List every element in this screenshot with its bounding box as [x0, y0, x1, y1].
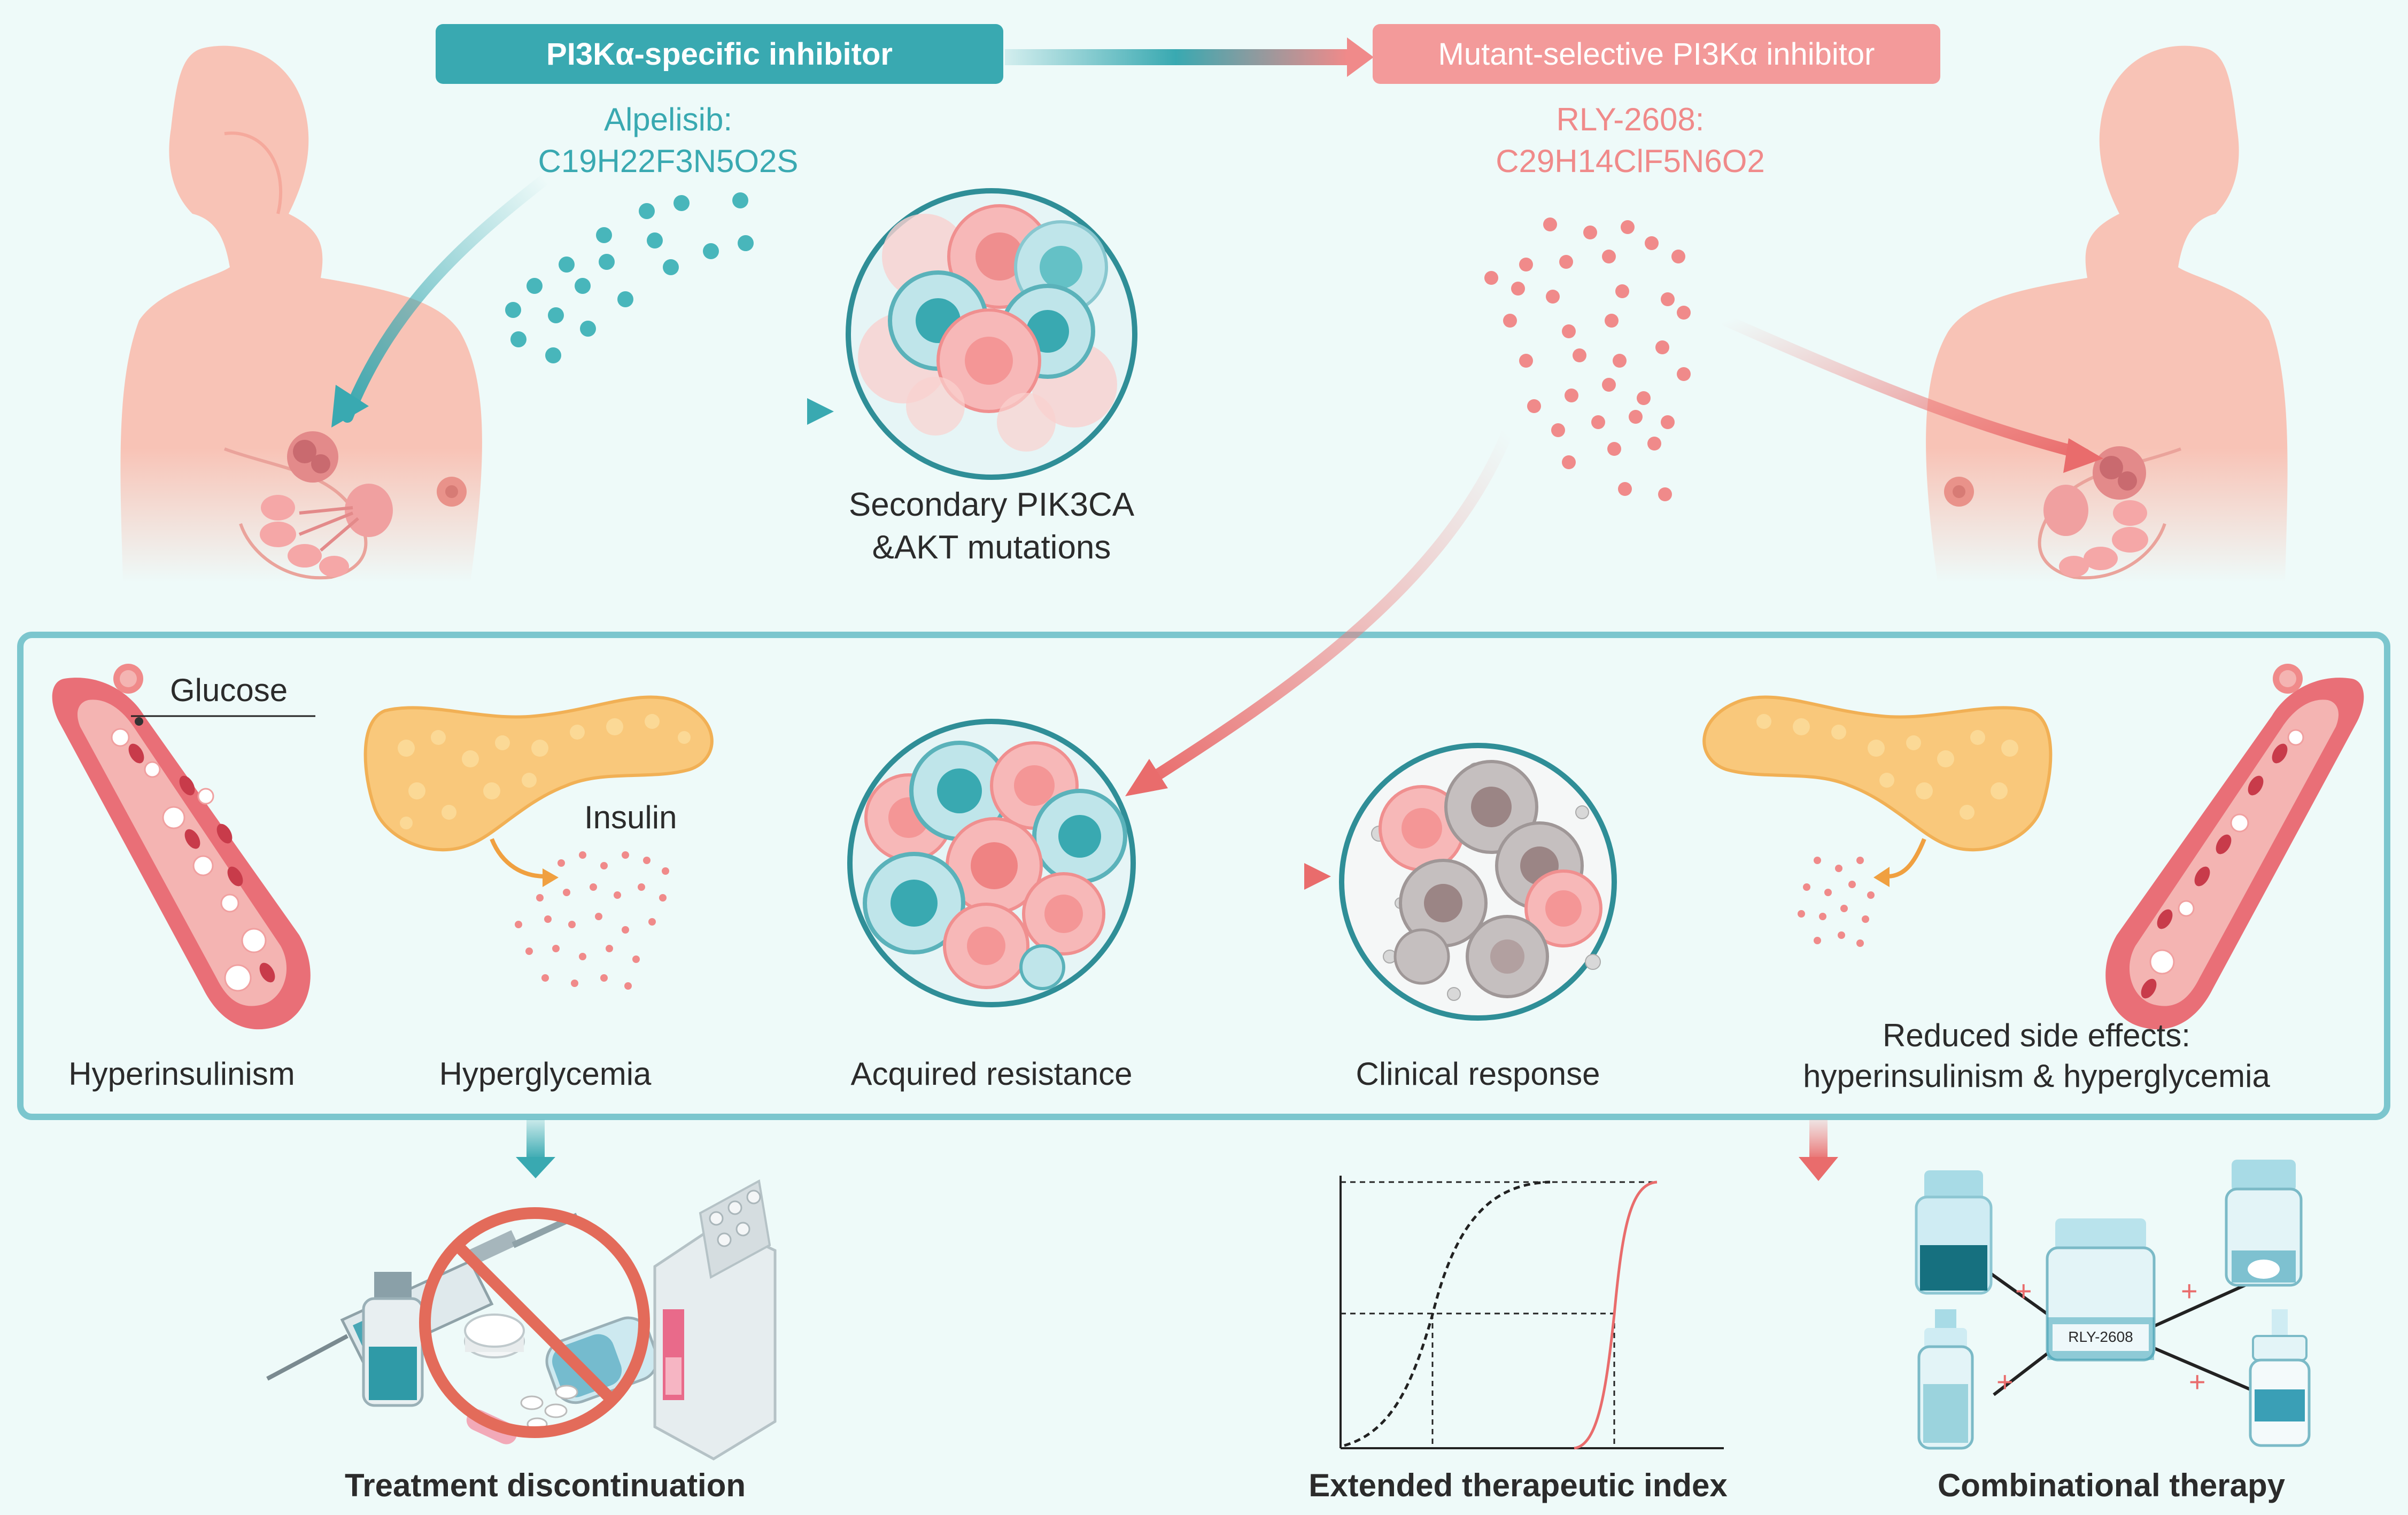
cell-cluster-icon-response	[1339, 743, 1617, 1021]
arrow-alpelisib-to-tumor	[342, 173, 551, 423]
reduced-side-effects-line2: hyperinsulinism & hyperglycemia	[1803, 1058, 2270, 1094]
center-bottle-label: RLY-2608	[2054, 1325, 2148, 1349]
insulin-label: Insulin	[584, 799, 677, 835]
plus-sign-2: +	[2181, 1275, 2198, 1307]
alpelisib-name: Alpelisib:	[603, 102, 733, 137]
vial-icon-left	[362, 1272, 424, 1407]
arrow-down-head-teal	[516, 1157, 555, 1178]
arrow-rly-to-resistance	[1143, 427, 1513, 786]
blood-vessel-icon-right	[2105, 664, 2364, 1030]
arrow-head-alpelisib	[331, 385, 369, 428]
insulin-release-head-right	[1873, 867, 1890, 887]
hyperinsulinism-label: Hyperinsulinism	[68, 1056, 295, 1092]
medicine-bottle-icon-topleft	[1915, 1170, 1993, 1295]
arrow-down-head-pink	[1799, 1157, 1838, 1181]
female-silhouette-icon-right	[1926, 45, 2288, 582]
insulin-release-arrow-left	[490, 838, 546, 879]
secondary-mutations-label: Secondary PIK3CA &AKT mutations	[778, 484, 1205, 569]
plus-sign-4: +	[2189, 1366, 2206, 1398]
insulin-release-head-left	[543, 868, 559, 887]
alpelisib-label: Alpelisib: C19H22F3N5O2S	[481, 99, 855, 182]
pill-pi3k-specific: PI3Kα-specific inhibitor	[436, 24, 1003, 84]
arrow-down-to-discontinuation	[526, 1120, 545, 1160]
glucose-label: Glucose	[170, 672, 288, 708]
rly2608-label: RLY-2608: C29H14ClF5N6O2	[1416, 99, 1844, 182]
glucose-pointer-dot	[135, 717, 143, 726]
breast-tissue-right	[2038, 446, 2182, 580]
pill-mutant-selective: Mutant-selective PI3Kα inhibitor	[1373, 24, 1940, 84]
extended-index-label: Extended therapeutic index	[1308, 1467, 1728, 1503]
secondary-mutations-line2: &AKT mutations	[872, 529, 1111, 566]
rly2608-name: RLY-2608:	[1556, 102, 1705, 137]
dashed-arrow-head	[807, 398, 834, 425]
combinational-therapy-label: Combinational therapy	[1937, 1467, 2286, 1503]
dropper-bottle-icon-bottomleft	[1917, 1309, 1974, 1450]
secondary-mutations-line1: Secondary PIK3CA	[848, 486, 1135, 523]
alpelisib-formula: C19H22F3N5O2S	[538, 143, 799, 179]
dose-response-curve-icon	[1340, 1176, 1724, 1450]
plus-sign-1: +	[2015, 1275, 2032, 1307]
reduced-side-effects-line1: Reduced side effects:	[1883, 1017, 2190, 1053]
pill-pi3k-specific-label: PI3Kα-specific inhibitor	[546, 36, 893, 72]
rly2608-formula: C29H14ClF5N6O2	[1496, 143, 1765, 179]
arrow-head-rly-resistance	[1125, 759, 1168, 796]
nasal-spray-icon-bottomright	[2249, 1309, 2311, 1447]
pancreas-icon-right	[1702, 695, 2053, 852]
cell-cluster-icon-resistance	[847, 719, 1136, 1007]
alpelisib-molecules	[505, 192, 754, 363]
acquired-resistance-label: Acquired resistance	[850, 1056, 1133, 1092]
breast-tissue-left	[223, 431, 393, 580]
rly2608-molecules	[1484, 217, 1691, 501]
pill-mutant-selective-label: Mutant-selective PI3Kα inhibitor	[1438, 36, 1875, 72]
insulin-release-arrow-right	[1886, 838, 1926, 879]
arrow-head-rly	[2063, 438, 2103, 473]
header-arrow-shaft	[1005, 49, 1347, 65]
insulin-molecules-right	[1798, 857, 1875, 947]
pill-bottle-icon-topright	[2225, 1160, 2303, 1287]
clinical-response-label: Clinical response	[1356, 1056, 1600, 1092]
blister-pack-icon	[653, 1179, 777, 1460]
reduced-side-effects-label: Reduced side effects: hyperinsulinism & …	[1743, 1015, 2330, 1097]
arrow-down-to-therapy	[1809, 1120, 1828, 1160]
pancreas-icon-left	[363, 695, 714, 852]
arrow-rly-to-tumor	[1721, 315, 2090, 460]
female-silhouette-icon-left	[120, 45, 482, 582]
insulin-molecules-left	[515, 851, 669, 990]
hyperglycemia-label: Hyperglycemia	[439, 1056, 652, 1092]
blood-vessel-icon-left	[52, 664, 315, 1030]
cell-cluster-icon-top	[846, 188, 1137, 480]
dashed-arrow-to-response-head	[1304, 863, 1331, 890]
treatment-discontinuation-label: Treatment discontinuation	[344, 1467, 746, 1503]
plus-sign-3: +	[1996, 1366, 2014, 1398]
header-arrow-head	[1347, 37, 1374, 77]
prohibited-icon	[419, 1207, 650, 1438]
combination-therapy-icon	[1915, 1160, 2311, 1450]
